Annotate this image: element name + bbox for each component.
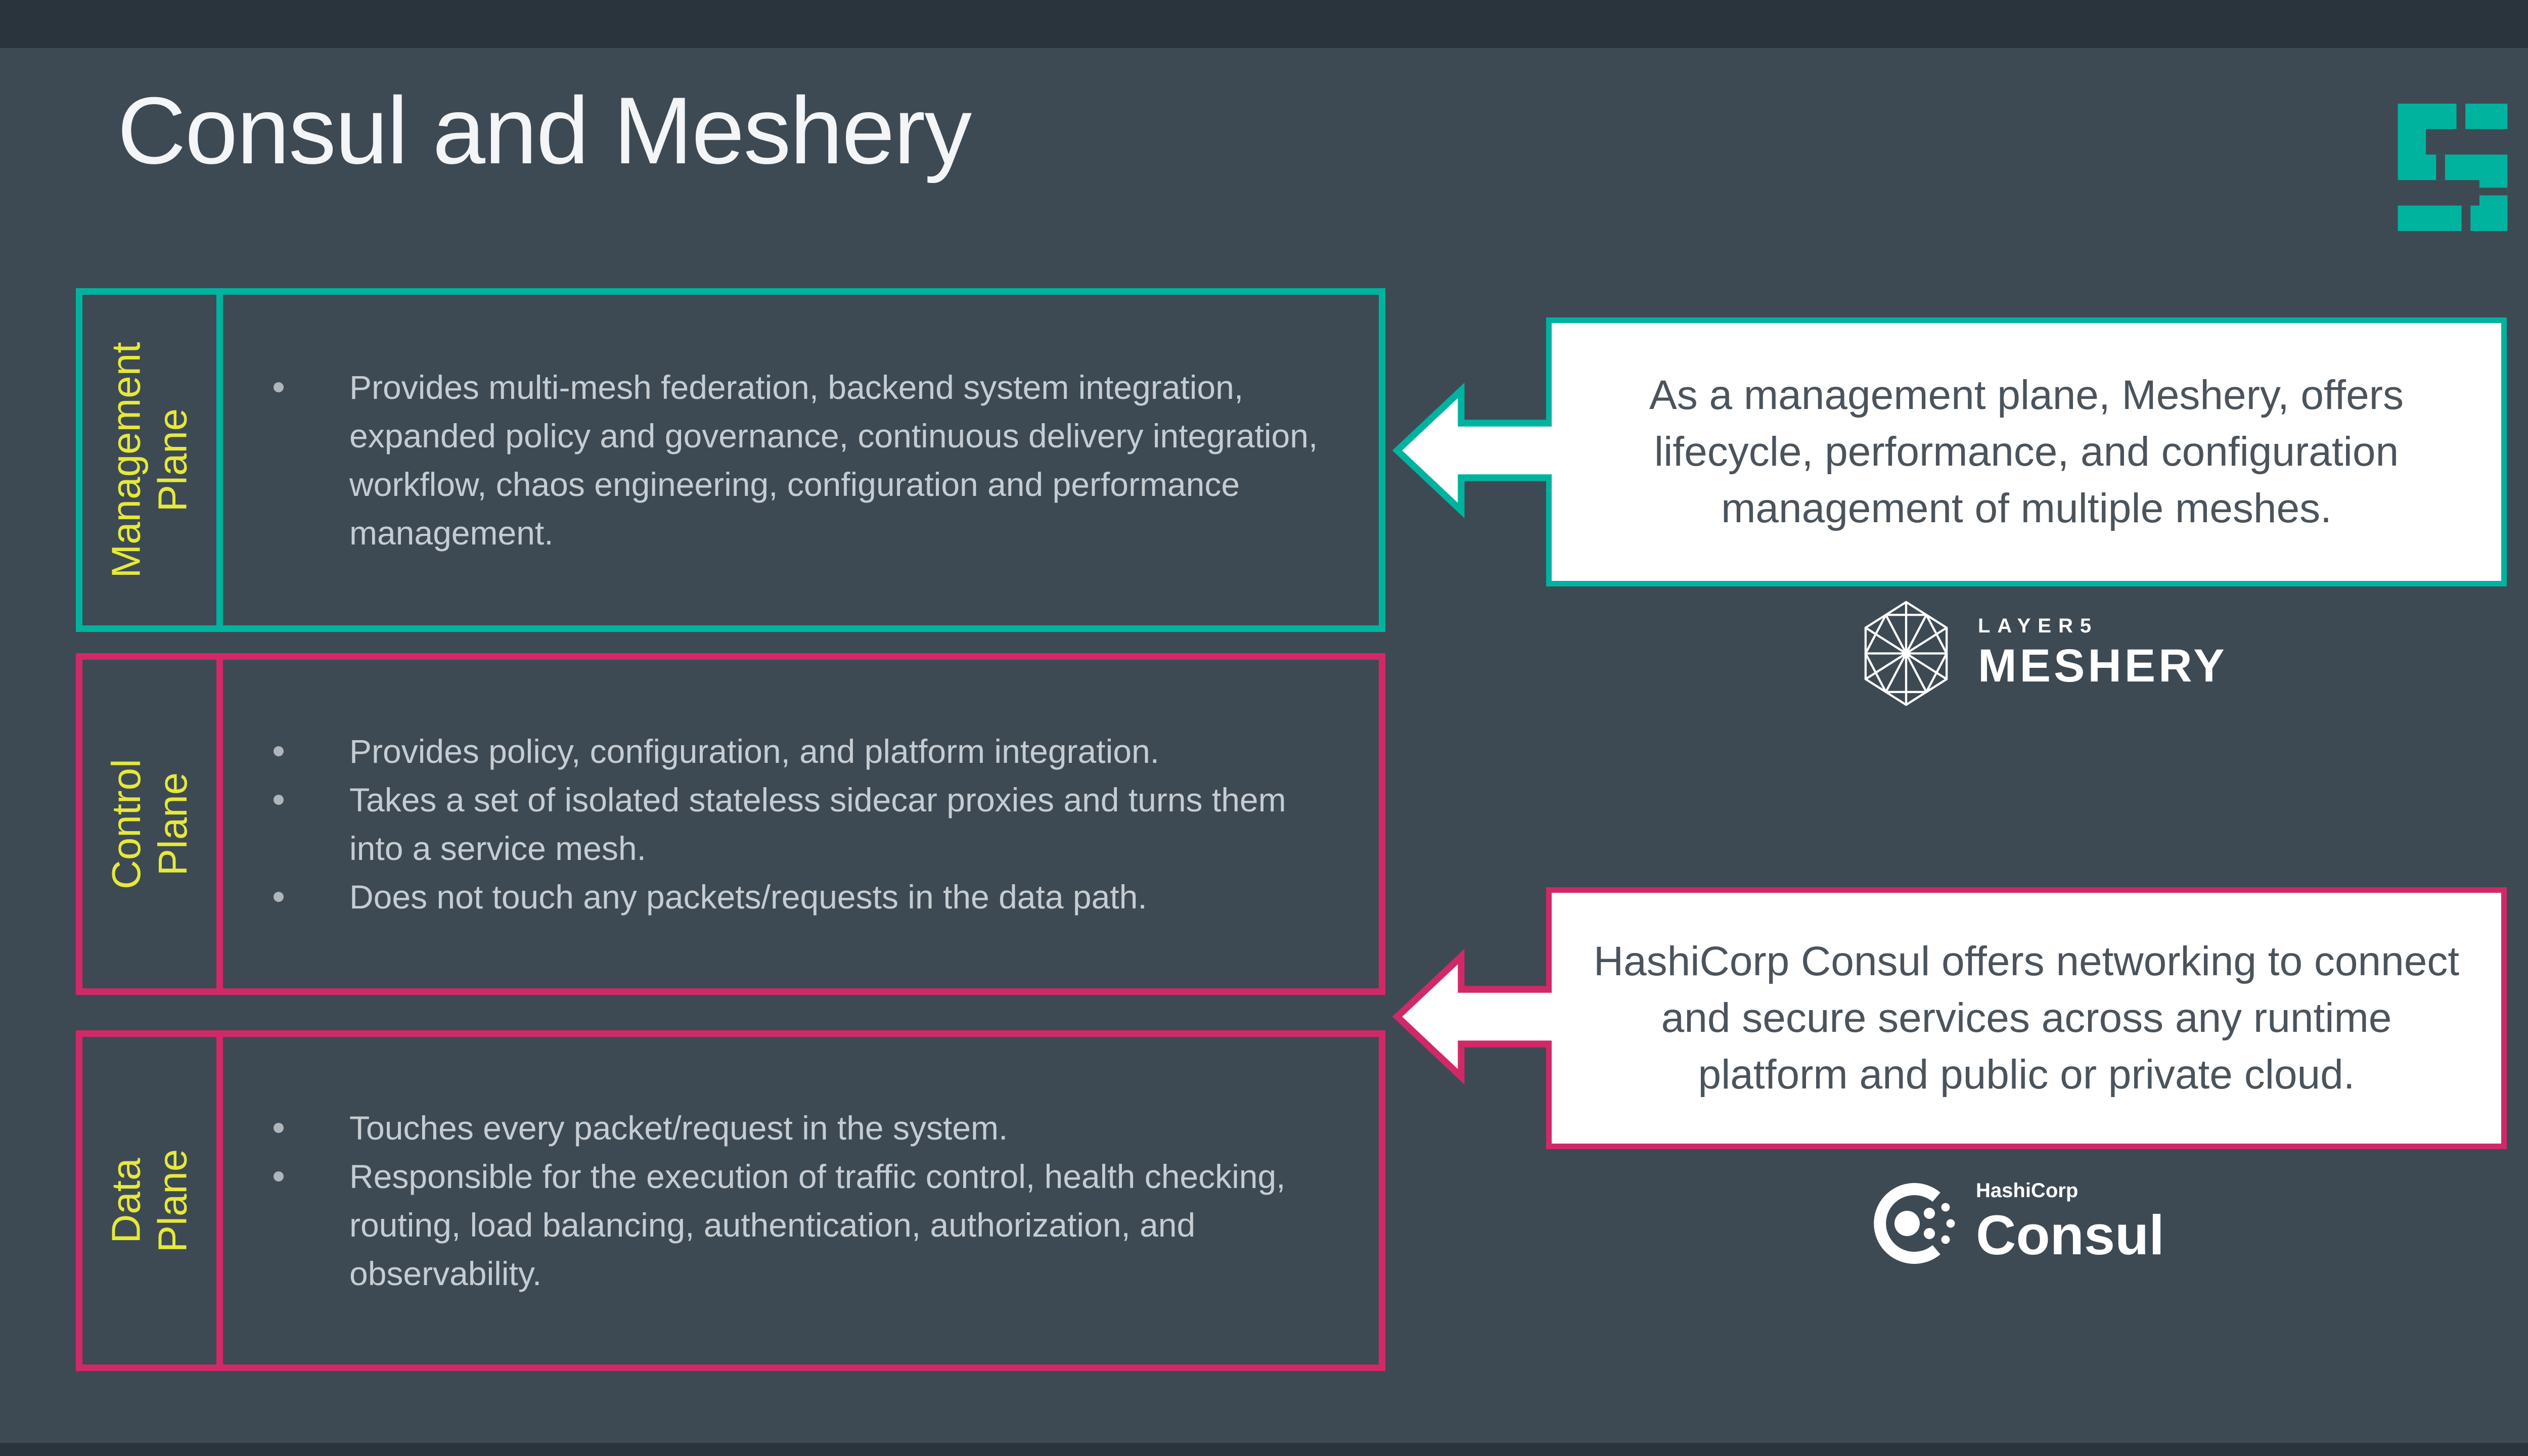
data-plane-label-cell: Data Plane	[82, 1037, 223, 1364]
management-plane-bullet-list: Provides multi-mesh federation, backend …	[223, 363, 1343, 557]
management-plane-box: Management Plane Provides multi-mesh fed…	[76, 288, 1385, 632]
meshery-callout-arrow-icon	[1392, 382, 1552, 519]
hashicorp-wordmark: HashiCorp	[1976, 1179, 2079, 1202]
meshery-logo-text: LAYER5 MESHERY	[1978, 615, 2228, 693]
meshery-hexagon-icon	[1864, 601, 1948, 706]
control-plane-label-cell: Control Plane	[82, 660, 223, 988]
bottom-edge-bar	[0, 1443, 2528, 1456]
consul-wordmark: Consul	[1976, 1204, 2164, 1266]
data-plane-label: Data Plane	[103, 1149, 195, 1253]
control-plane-box: Control Plane Provides policy, configura…	[76, 653, 1385, 995]
meshery-callout-box: As a management plane, Meshery, offers l…	[1546, 317, 2507, 586]
meshery-wordmark: MESHERY	[1978, 640, 2228, 692]
bullet-item: Provides policy, configuration, and plat…	[274, 727, 1343, 776]
meshery-callout-text: As a management plane, Meshery, offers l…	[1649, 372, 2404, 531]
consul-logo: HashiCorp Consul	[1857, 1173, 2164, 1274]
bullet-item: Provides multi-mesh federation, backend …	[274, 363, 1343, 557]
bullet-item: Does not touch any packets/requests in t…	[274, 873, 1343, 921]
meshery-logo: LAYER5 MESHERY	[1856, 599, 2228, 708]
top-edge-bar	[0, 0, 2528, 48]
consul-callout-arrow-icon	[1392, 948, 1552, 1085]
page-title: Consul and Meshery	[117, 77, 972, 184]
control-plane-bullet-list: Provides policy, configuration, and plat…	[223, 727, 1343, 921]
management-plane-label: Management Plane	[103, 342, 195, 578]
bullet-item: Takes a set of isolated stateless sideca…	[274, 776, 1343, 873]
management-plane-content: Provides multi-mesh federation, backend …	[223, 295, 1379, 625]
control-plane-label: Control Plane	[103, 759, 195, 889]
consul-logo-text: HashiCorp Consul	[1976, 1179, 2164, 1267]
data-plane-content: Touches every packet/request in the syst…	[223, 1037, 1379, 1364]
consul-callout-box: HashiCorp Consul offers networking to co…	[1546, 887, 2507, 1149]
data-plane-bullet-list: Touches every packet/request in the syst…	[223, 1104, 1343, 1298]
consul-callout-text: HashiCorp Consul offers networking to co…	[1593, 938, 2460, 1098]
layer5-logo-icon	[2398, 104, 2508, 231]
consul-circle-icon	[1874, 1183, 1955, 1264]
control-plane-content: Provides policy, configuration, and plat…	[223, 660, 1379, 988]
layer5-wordmark: LAYER5	[1978, 614, 2099, 637]
data-plane-box: Data Plane Touches every packet/request …	[76, 1030, 1385, 1371]
bullet-item: Touches every packet/request in the syst…	[274, 1104, 1343, 1152]
bullet-item: Responsible for the execution of traffic…	[274, 1152, 1343, 1298]
management-plane-label-cell: Management Plane	[82, 295, 223, 625]
